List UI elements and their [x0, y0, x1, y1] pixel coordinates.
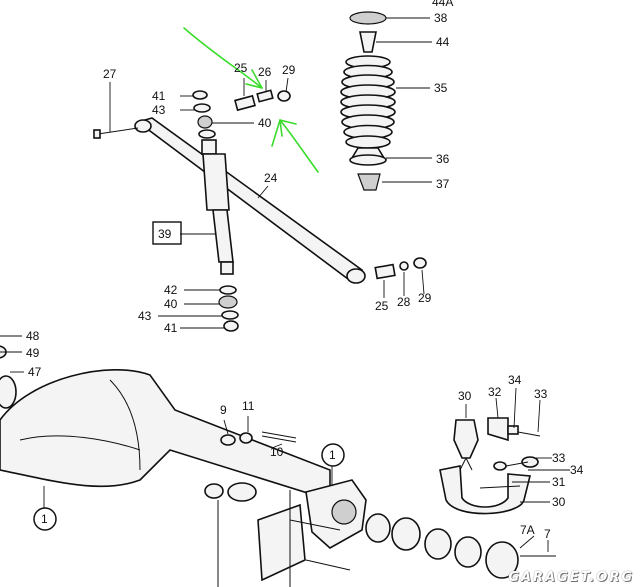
part-25-bushing-upper: [234, 94, 256, 112]
label-36: 36: [436, 152, 450, 166]
part-41-nut-bottom: [223, 320, 239, 332]
callout-1-left: [33, 507, 57, 531]
green-annotation-arrows: [183, 27, 319, 173]
part-29-nut-upper: [277, 90, 291, 102]
label-41-bottom: 41: [164, 321, 178, 335]
shock-top-eye: [201, 139, 217, 155]
label-40-bottom: 40: [164, 297, 178, 311]
part-29-nut-lower: [413, 257, 427, 269]
part-38-ring: [349, 11, 387, 25]
label-32: 32: [488, 385, 502, 399]
label-25-top: 25: [234, 61, 248, 75]
label-34-bottom: 34: [570, 463, 584, 477]
part-27-bolt: [97, 127, 139, 135]
label-44A: 44A: [432, 0, 453, 9]
label-43-top: 43: [152, 103, 166, 117]
part-43-washer-top: [193, 103, 211, 113]
label-1-left: 1: [41, 512, 48, 526]
label-39: 39: [158, 227, 172, 241]
label-33-top: 33: [534, 387, 548, 401]
shock-absorber-assembly: [152, 90, 254, 332]
label-43-bottom: 43: [138, 309, 152, 323]
label-33-bottom: 33: [552, 451, 566, 465]
label-48: 48: [26, 329, 40, 343]
label-29-top: 29: [282, 63, 296, 77]
bracket-ring: [227, 482, 257, 502]
label-49: 49: [26, 346, 40, 360]
spring-bracket: [257, 503, 306, 582]
label-9: 9: [220, 403, 227, 417]
part-42-washer: [219, 285, 237, 295]
hub-seal: [365, 513, 391, 543]
pinion-flange: [0, 375, 17, 409]
label-38: 38: [434, 11, 448, 25]
hub-nut: [391, 517, 421, 551]
callout-1-right: [321, 443, 345, 467]
label-35: 35: [434, 81, 448, 95]
label-30-bottom: 30: [552, 495, 566, 509]
part-24-track-rod: [136, 117, 364, 284]
part-40-rubber-top: [197, 115, 213, 129]
label-24: 24: [264, 171, 278, 185]
label-29-bottom: 29: [418, 291, 432, 305]
label-47: 47: [28, 365, 42, 379]
label-37: 37: [436, 177, 450, 191]
part-28-washer: [399, 261, 409, 271]
part-37-pad: [357, 173, 381, 191]
label-40-top: 40: [258, 116, 272, 130]
label-26: 26: [258, 65, 272, 79]
green-arrow-lower: [279, 119, 319, 173]
hub-race: [454, 536, 482, 568]
label-41-top: 41: [152, 89, 166, 103]
part-43-washer-bottom: [221, 310, 239, 320]
part-32-bracket: [487, 417, 509, 442]
shock-lower-body: [212, 209, 234, 263]
label-10: 10: [270, 445, 284, 459]
label-28: 28: [397, 295, 411, 309]
label-31: 31: [552, 475, 566, 489]
label-7: 7: [544, 527, 551, 541]
part-41-nut-top: [192, 90, 208, 100]
coil-spring-assembly: [340, 11, 432, 191]
part-30-clamp-upper: [453, 419, 479, 459]
clamp-bracket-assembly: [439, 387, 570, 515]
label-44: 44: [436, 35, 450, 49]
label-25-bottom: 25: [375, 299, 389, 313]
label-30-top: 30: [458, 389, 472, 403]
reference-labels: 44A 38 44 35 36 37 27 41 43 25 26 29 40 …: [26, 0, 584, 541]
part-26-sleeve: [256, 89, 274, 103]
watermark-logo: GARAGET.ORG: [508, 570, 634, 585]
part-35-coil-spring: [340, 55, 396, 149]
label-1-right: 1: [329, 448, 336, 462]
label-42: 42: [164, 283, 178, 297]
label-27: 27: [103, 67, 117, 81]
part-33-nut: [521, 456, 539, 468]
part-30-clamp-lower: [439, 465, 532, 515]
part-39-box: [152, 221, 182, 245]
part-25-bushing-lower: [374, 263, 396, 280]
hub-bearing: [424, 528, 452, 560]
hub-flange: [485, 541, 519, 579]
track-rod-assembly: [93, 77, 427, 298]
part-44-bumper: [359, 31, 377, 53]
label-11: 11: [242, 399, 255, 413]
label-7A: 7A: [520, 523, 535, 537]
shock-upper-body: [202, 153, 230, 211]
green-arrow-upper: [183, 27, 263, 89]
label-34-top: 34: [508, 373, 522, 387]
rear-axle-housing: [0, 335, 556, 587]
part-40-rubber-bottom: [218, 295, 238, 309]
